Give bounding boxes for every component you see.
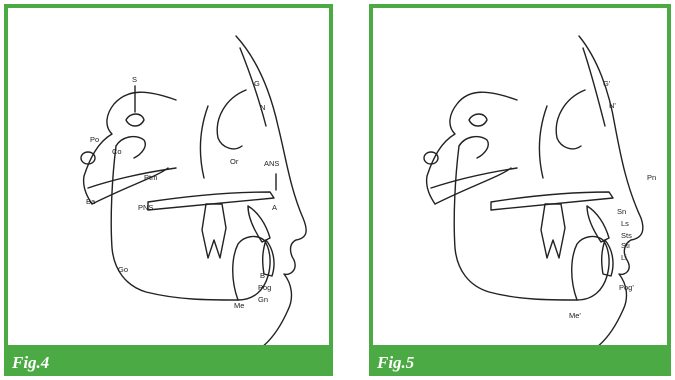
label-Pog-prime: Pog' (619, 283, 634, 292)
label-N: N (260, 103, 265, 112)
figure-5-panel: G' N' Pn Sn Ls Sts Sti Li Pog' Me' (369, 4, 671, 349)
label-Sti: Sti (621, 241, 630, 250)
label-A: A (272, 203, 277, 212)
orbit (556, 90, 585, 149)
sella-turcica (126, 114, 144, 126)
condyle (459, 137, 488, 158)
label-Or: Or (230, 157, 239, 166)
porion-ring (81, 152, 95, 164)
label-S: S (132, 75, 137, 84)
pterygoid-fissure (540, 106, 547, 178)
label-Me-prime: Me' (569, 311, 581, 320)
label-Pn: Pn (647, 173, 656, 182)
label-G-prime: G' (603, 79, 611, 88)
label-Ls: Ls (621, 219, 629, 228)
figure-4-caption: Fig.4 (4, 349, 333, 376)
sella-turcica (469, 114, 487, 126)
molar-tooth (202, 204, 226, 258)
label-Li: Li (621, 253, 627, 262)
molar-tooth (541, 204, 565, 258)
label-Pog: Pog (258, 283, 271, 292)
pterygoid-fissure (201, 106, 208, 178)
label-ANS: ANS (264, 159, 279, 168)
label-Go: Go (118, 265, 128, 274)
incisor-lower (602, 240, 613, 276)
label-Ptm: Ptm (144, 173, 157, 182)
porion-ring (424, 152, 438, 164)
label-Po: Po (90, 135, 99, 144)
figure-5-caption: Fig.5 (369, 349, 671, 376)
label-PNS: PNS (138, 203, 153, 212)
label-Me: Me (234, 301, 244, 310)
label-N-prime: N' (609, 101, 616, 110)
label-Sn: Sn (617, 207, 626, 216)
orbit (217, 90, 246, 149)
zygoma-line (431, 168, 517, 188)
label-Sts: Sts (621, 231, 632, 240)
label-Ba: Ba (86, 197, 96, 206)
cephalometric-tracing-hard-tissue: S G N Po Co Or ANS Ba Ptm PNS A Go B Pog… (8, 8, 329, 345)
ramus (111, 146, 238, 300)
palatal-plane (491, 192, 613, 210)
label-Gn: Gn (258, 295, 268, 304)
figure-4-panel: S G N Po Co Or ANS Ba Ptm PNS A Go B Pog… (4, 4, 333, 349)
cephalometric-tracing-soft-tissue: G' N' Pn Sn Ls Sts Sti Li Pog' Me' (373, 8, 667, 345)
ramus (454, 146, 577, 300)
label-Co: Co (112, 147, 122, 156)
label-G: G (254, 79, 260, 88)
label-B: B (260, 271, 265, 280)
occlusal-line (435, 168, 511, 204)
palatal-plane (148, 192, 274, 210)
